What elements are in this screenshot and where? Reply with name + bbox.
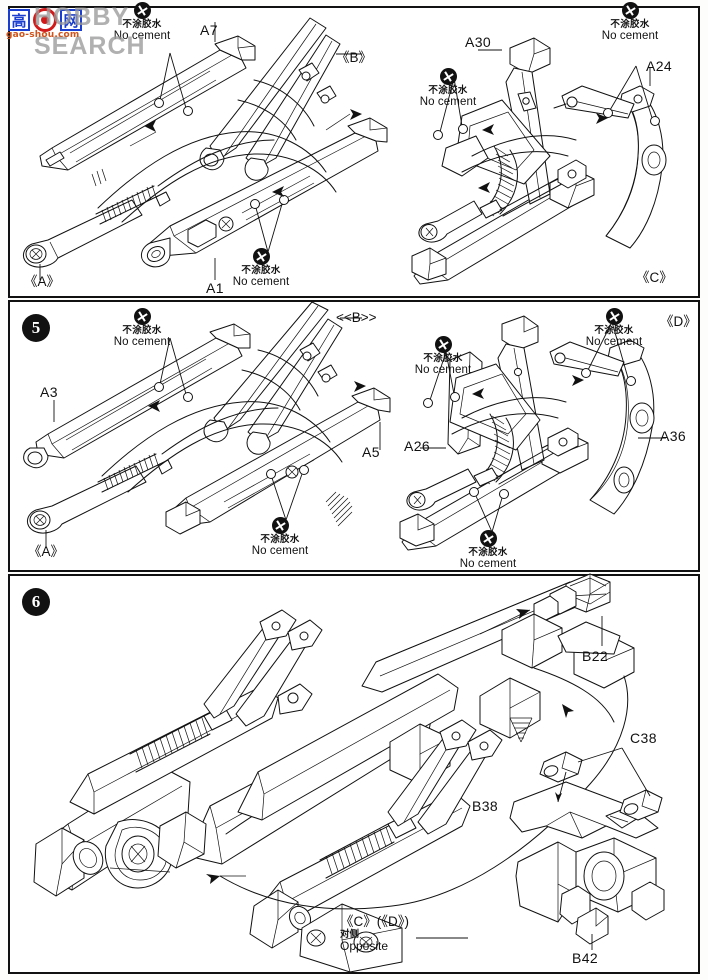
step-number-5: 5 — [22, 314, 50, 342]
part-label-b38: B38 — [472, 798, 499, 814]
group-label-b: 《B》 — [336, 50, 373, 65]
step-number-6: 6 — [22, 588, 50, 616]
opposite-label-en: Opposite — [340, 939, 389, 954]
part-label-b42: B42 — [572, 950, 599, 966]
no-cement-icon — [434, 336, 452, 353]
no-cement-marker: 不涂胶水 No cement — [94, 308, 190, 348]
step-6-illustration — [33, 573, 665, 973]
part-label-a3: A3 — [40, 384, 58, 400]
no-cement-marker: 不涂胶水 No cement — [395, 336, 491, 376]
group-label-a: 《A》 — [28, 544, 65, 559]
no-cement-icon — [133, 2, 151, 19]
no-cement-label-cn: 不涂胶水 — [122, 19, 162, 30]
step-5-illustration — [23, 301, 666, 551]
step-5-panel: 5 — [8, 300, 700, 572]
no-cement-label-en: No cement — [601, 29, 659, 42]
no-cement-label-en: No cement — [113, 29, 171, 42]
no-cement-label-cn: 不涂胶水 — [594, 325, 634, 336]
part-label-a24: A24 — [646, 58, 673, 74]
no-cement-icon — [439, 68, 457, 85]
no-cement-label-en: No cement — [232, 275, 290, 288]
part-label-a30: A30 — [465, 34, 492, 50]
no-cement-label-en: No cement — [459, 557, 517, 570]
no-cement-icon — [621, 2, 639, 19]
group-label-d: 《D》 — [660, 314, 697, 329]
no-cement-marker: 不涂胶水 No cement — [232, 517, 328, 557]
no-cement-label-en: No cement — [585, 335, 643, 348]
no-cement-label-en: No cement — [113, 335, 171, 348]
no-cement-label-cn: 不涂胶水 — [423, 353, 463, 364]
group-label-c: 《C》 — [636, 270, 673, 285]
no-cement-icon — [479, 530, 497, 547]
no-cement-label-en: No cement — [414, 363, 472, 376]
no-cement-label-cn: 不涂胶水 — [610, 19, 650, 30]
opposite-note: 《C》(《D》) 对侧 Opposite — [340, 914, 409, 954]
no-cement-icon — [133, 308, 151, 325]
no-cement-marker: 不涂胶水 No cement — [566, 308, 662, 348]
no-cement-icon — [271, 517, 289, 534]
part-label-b22: B22 — [582, 648, 609, 664]
no-cement-icon — [252, 248, 270, 265]
no-cement-marker: 不涂胶水 No cement — [582, 2, 678, 42]
no-cement-label-en: No cement — [419, 95, 477, 108]
opposite-group-labels: 《C》(《D》) — [340, 914, 409, 929]
no-cement-marker: 不涂胶水 No cement — [94, 2, 190, 42]
step-4-panel: 不涂胶水 No cement 不涂胶水 No cement 不涂胶水 No ce… — [8, 2, 700, 298]
no-cement-marker: 不涂胶水 No cement — [400, 68, 496, 108]
part-label-a7: A7 — [200, 22, 218, 38]
step-6-panel: 6 — [8, 573, 700, 974]
part-label-c38: C38 — [630, 730, 657, 746]
no-cement-label-cn: 不涂胶水 — [468, 547, 508, 558]
group-label-b-step5: <<B>> — [336, 310, 377, 325]
group-label-a: 《A》 — [24, 274, 61, 289]
no-cement-label-cn: 不涂胶水 — [428, 85, 468, 96]
part-label-a36: A36 — [660, 428, 687, 444]
no-cement-label-cn: 不涂胶水 — [260, 534, 300, 545]
part-label-a26: A26 — [404, 438, 431, 454]
part-label-a1: A1 — [206, 280, 224, 296]
no-cement-marker: 不涂胶水 No cement — [213, 248, 309, 288]
no-cement-label-cn: 不涂胶水 — [122, 325, 162, 336]
no-cement-icon — [605, 308, 623, 325]
no-cement-marker: 不涂胶水 No cement — [440, 530, 536, 570]
opposite-label-cn: 对侧 — [340, 928, 360, 940]
part-label-a5: A5 — [362, 444, 380, 460]
no-cement-label-en: No cement — [251, 544, 309, 557]
no-cement-label-cn: 不涂胶水 — [241, 265, 281, 276]
step-4-illustration — [23, 17, 667, 285]
